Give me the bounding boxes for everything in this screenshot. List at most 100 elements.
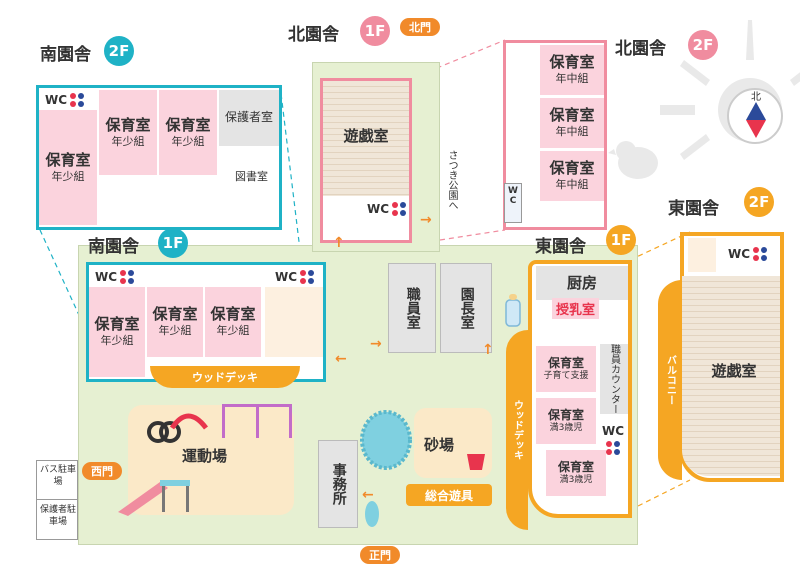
class-group-label: 年少組 <box>111 134 145 148</box>
north-2f-wc: WC <box>504 183 522 223</box>
entry-arrow-icon: → <box>420 212 432 228</box>
main-gate: 正門 <box>360 546 400 564</box>
wc-label: WC <box>45 93 68 107</box>
wc-label: WC <box>275 270 298 284</box>
kitchen: 厨房 <box>536 266 628 300</box>
staff-counter-label: 職員カウンター <box>608 344 620 414</box>
east-2f-building: WC 遊戯室 <box>680 232 784 482</box>
restroom-icon <box>69 92 85 108</box>
entry-arrow-icon: ↑ <box>482 342 494 358</box>
compass-needle-icon <box>746 102 766 138</box>
class-group-label: 年少組 <box>158 324 192 338</box>
west-gate: 西門 <box>82 462 122 480</box>
entry-arrow-icon: ← <box>335 351 347 367</box>
north-2f-title: 北園舎 <box>615 39 666 59</box>
guardian-parking-label: 保護者駐車場 <box>39 505 76 527</box>
staff-counter: 職員カウンター <box>600 344 628 414</box>
restroom-icon <box>391 201 407 217</box>
classroom-label: 保育室 <box>152 305 198 324</box>
staff-room-label: 職員室 <box>404 287 421 329</box>
south-2f-classroom-3: 保育室 年少組 <box>159 90 217 175</box>
class-group-label: 子育て支援 <box>543 370 589 381</box>
balcony-label: バルコニー <box>664 355 676 405</box>
compass: 北 <box>727 88 783 144</box>
class-group-label: 年中組 <box>555 178 589 192</box>
north-1f-playroom: 遊戯室 <box>323 121 409 151</box>
restroom-icon <box>119 269 135 285</box>
north-1f-playroom-floor <box>323 81 409 196</box>
east-2f-playroom: 遊戯室 <box>684 356 784 386</box>
east-1f-classroom-3yo-2: 保育室 満3歳児 <box>546 450 606 496</box>
wc-label: WC <box>602 424 625 438</box>
wc-label: WC <box>508 186 518 206</box>
south-1f-classroom-1: 保育室 年少組 <box>89 287 145 377</box>
classroom-label: 保育室 <box>105 115 151 134</box>
bird-decoration-icon <box>608 141 658 179</box>
staff-room: 職員室 <box>388 263 436 353</box>
playroom-label: 遊戯室 <box>343 126 389 145</box>
south-1f-floor-badge: 1F <box>158 228 188 258</box>
south-2f-wc: WC <box>45 92 85 108</box>
east-2f-stair-hall <box>688 238 716 272</box>
classroom-label: 保育室 <box>165 115 211 134</box>
guardian-room-label: 保護者室 <box>224 110 273 125</box>
wc-label: WC <box>367 202 390 216</box>
class-group-label: 年少組 <box>51 169 85 183</box>
south-1f-classroom-3: 保育室 年少組 <box>205 287 261 357</box>
restroom-icon <box>605 440 621 456</box>
south-2f-classroom-1: 保育室 年少組 <box>39 110 97 225</box>
playroom-label: 遊戯室 <box>711 361 757 380</box>
south-2f-floor-badge: 2F <box>104 36 134 66</box>
wc-label: WC <box>95 270 118 284</box>
east-1f-building: 厨房 授乳室 保育室 子育て支援 保育室 満3歳児 保育室 満3歳児 職員カウン… <box>528 260 632 518</box>
satsuki-park-direction: さつき公園へ <box>446 150 457 210</box>
classroom-label: 保育室 <box>549 159 595 178</box>
south-1f-wc-left: WC <box>95 269 135 285</box>
north-2f-classroom-1: 保育室 年中組 <box>540 45 604 95</box>
office-label: 事務所 <box>330 463 347 505</box>
south-2f-guardian-room: 保護者室 <box>219 90 279 146</box>
east-2f-playroom-floor <box>682 276 780 476</box>
south-wood-deck: ウッドデッキ <box>150 366 300 388</box>
classroom-label: 保育室 <box>45 150 91 169</box>
sandbox-label: 砂場 <box>424 436 455 454</box>
parking-area: バス駐車場 保護者駐車場 <box>36 460 78 540</box>
east-2f-floor-badge: 2F <box>744 187 774 217</box>
class-group-label: 満3歳児 <box>549 422 583 433</box>
class-group-label: 年少組 <box>100 334 134 348</box>
compass-north-label: 北 <box>751 92 761 103</box>
playground-equipment-icon <box>118 404 292 516</box>
classroom-label: 保育室 <box>549 106 595 125</box>
north-2f-classroom-2: 保育室 年中組 <box>540 98 604 148</box>
east-wood-deck: ウッドデッキ <box>506 330 528 530</box>
south-1f-title: 南園舎 <box>88 237 139 257</box>
classroom-label: 保育室 <box>557 459 594 474</box>
bus-parking-label: バス駐車場 <box>39 465 76 487</box>
north-1f-floor-badge: 1F <box>360 16 390 46</box>
south-2f-title: 南園舎 <box>40 45 91 65</box>
north-1f-wc: WC <box>367 201 407 217</box>
principal-room-label: 園長室 <box>458 287 475 329</box>
office: 事務所 <box>318 440 358 528</box>
east-1f-title: 東園舎 <box>535 237 586 257</box>
restroom-icon <box>752 246 768 262</box>
south-1f-wc-right: WC <box>275 269 315 285</box>
north-2f-floor-badge: 2F <box>688 30 718 60</box>
north-gate: 北門 <box>400 18 440 36</box>
classroom-label: 保育室 <box>547 355 584 370</box>
east-1f-wc: WC <box>602 424 624 456</box>
east-1f-floor-badge: 1F <box>606 225 636 255</box>
baby-bottle-icon <box>505 294 521 327</box>
east-1f-classroom-support: 保育室 子育て支援 <box>536 346 596 392</box>
nursing-room: 授乳室 <box>552 298 600 319</box>
classroom-label: 保育室 <box>549 53 595 72</box>
classroom-label: 保育室 <box>94 315 140 334</box>
combined-play-equipment: 総合遊具 <box>406 484 492 506</box>
south-2f-building: WC 保育室 年少組 保育室 年少組 保育室 年少組 保護者室 図書室 <box>36 85 282 230</box>
entry-arrow-icon: ↑ <box>333 235 345 251</box>
east-1f-classroom-3yo-1: 保育室 満3歳児 <box>536 398 596 444</box>
playground-label: 運動場 <box>182 447 228 465</box>
balcony: バルコニー <box>658 280 682 480</box>
class-group-label: 年中組 <box>555 125 589 139</box>
restroom-icon <box>299 269 315 285</box>
